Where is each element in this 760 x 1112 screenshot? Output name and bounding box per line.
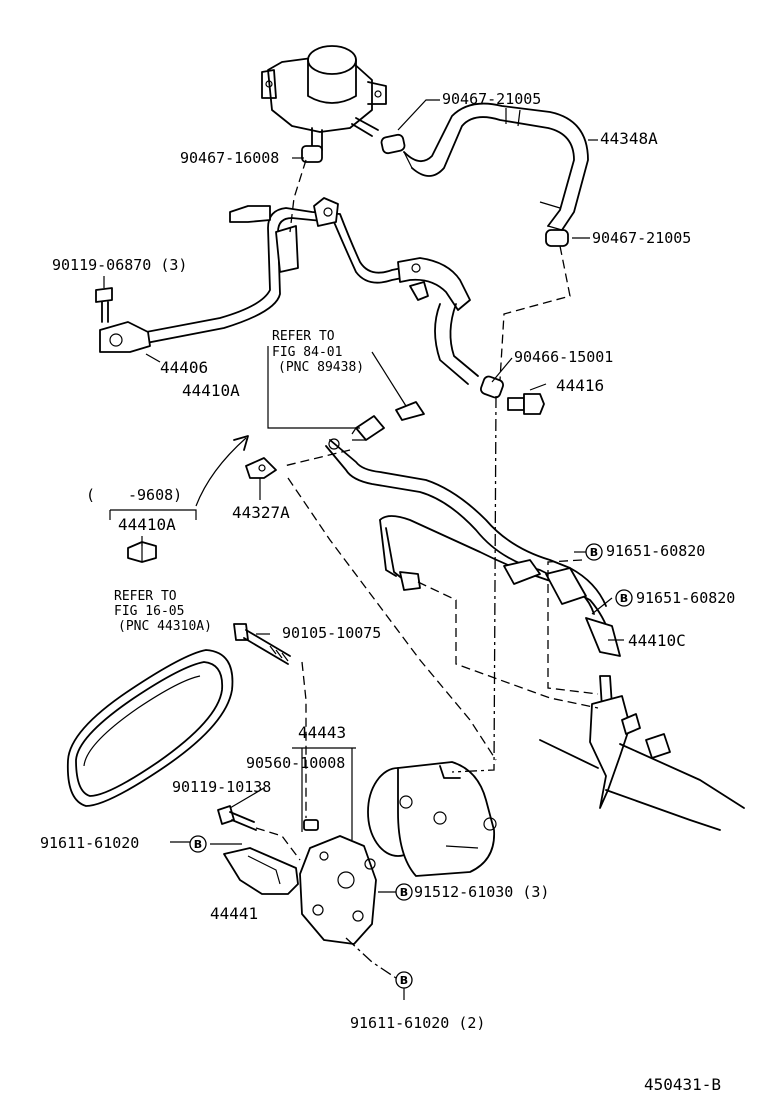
part-label-clamp-15001: 90466-15001 [514, 348, 613, 366]
part-label-bolt-10075: 90105-10075 [282, 624, 381, 642]
part-label-clamp-c: 90467-21005 [592, 229, 691, 247]
drive-belt-drawing [66, 649, 234, 807]
part-label-tube-44410a-mid: 44410A [118, 515, 176, 534]
part-label-hose-44348a: 44348A [600, 129, 658, 148]
part-label-clamp-44327a: 44327A [232, 503, 290, 522]
refer-note-belt-line1: REFER TO [114, 589, 177, 604]
diagram-id: 450431-B [644, 1075, 721, 1094]
part-label-union-44416: 44416 [556, 376, 604, 395]
return-hose-44348a-drawing [403, 102, 589, 231]
part-label-bolt-60820-b: 91651-60820 [636, 589, 735, 607]
part-label-clamp-b: 90467-16008 [180, 149, 279, 167]
bolt-mark: B [194, 838, 202, 851]
part-label-washer-10008: 90560-10008 [246, 754, 345, 772]
fittings-refer-84-drawing [351, 401, 425, 441]
part-label-tube-44410c: 44410C [628, 631, 686, 650]
union-44416-drawing [507, 393, 545, 415]
refer-note-line1: REFER TO [272, 329, 335, 344]
bolt-mark: B [400, 974, 408, 987]
part-label-tube-44406: 44406 [160, 358, 208, 377]
refer-note-line3: (PNC 89438) [278, 360, 364, 375]
bracket-44441-drawing [223, 847, 299, 895]
bolt-90105-10075-drawing [233, 623, 291, 665]
connection-lines [210, 159, 599, 1000]
date-range-open: ( [86, 486, 95, 504]
tube-44406-drawing [99, 197, 471, 353]
bolt-mark: B [590, 546, 598, 559]
part-label-tube-44410a-top: 44410A [182, 381, 240, 400]
bolt-mark: B [620, 592, 628, 605]
tube-44410-drawing [325, 438, 621, 657]
reservoir-tank-drawing [261, 45, 387, 151]
part-label-bolt-60820-a: 91651-60820 [606, 542, 705, 560]
washer-90560-10008-drawing [303, 819, 319, 831]
refer-note-line2: FIG 84-01 [272, 345, 342, 360]
part-label-bolt-10138: 90119-10138 [172, 778, 271, 796]
bolt-90119-06870-drawing [95, 287, 113, 323]
part-label-bolt-61020-2: 91611-61020 (2) [350, 1014, 485, 1032]
refer-note-belt-line3: (PNC 44310A) [118, 619, 212, 634]
part-label-bolt-61030: 91512-61030 (3) [414, 883, 549, 901]
refer-note-belt-line2: FIG 16-05 [114, 604, 184, 619]
clamp-44327a-drawing [245, 457, 277, 479]
part-label-bolt-61020: 91611-61020 [40, 834, 139, 852]
leader-lines [103, 99, 624, 843]
steering-gear-drawing [539, 675, 745, 831]
part-label-bolt-06870: 90119-06870 (3) [52, 256, 187, 274]
part-label-bracket-44443: 44443 [298, 723, 346, 742]
pressure-hose-drawing [434, 303, 479, 385]
bolt-90119-10138-drawing [217, 805, 257, 831]
part-label-bracket-44441: 44441 [210, 904, 258, 923]
date-range-note: -9608) [128, 486, 182, 504]
power-steering-pump-drawing [367, 761, 497, 877]
reference-arrow [195, 435, 249, 507]
part-label-clamp-a: 90467-21005 [442, 90, 541, 108]
bracket-44443-drawing [299, 835, 377, 945]
bolt-mark: B [400, 886, 408, 899]
bolt-mark-symbols [189, 543, 633, 989]
